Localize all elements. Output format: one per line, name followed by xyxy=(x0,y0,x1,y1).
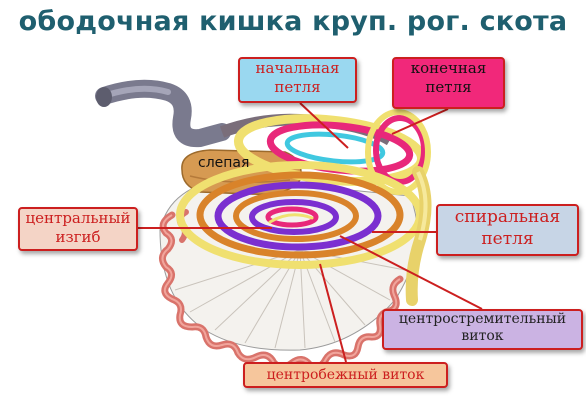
centripetal-turn-label: центростремительный виток xyxy=(382,309,583,350)
end-loop-label: конечная петля xyxy=(392,57,505,109)
spiral-loop xyxy=(176,161,424,269)
diagram-title: ободочная кишка круп. рог. скота xyxy=(18,6,568,37)
cecum-label: слепая xyxy=(198,155,250,171)
central-flexure-label: центральный изгиб xyxy=(18,207,138,251)
spiral-loop-label: спиральная петля xyxy=(436,204,579,256)
start-loop-label: начальная петля xyxy=(238,57,357,103)
pointer-lines xyxy=(138,102,483,363)
small-intestine-highlight xyxy=(161,214,401,368)
centrifugal-turn-label: центробежный виток xyxy=(243,362,448,388)
